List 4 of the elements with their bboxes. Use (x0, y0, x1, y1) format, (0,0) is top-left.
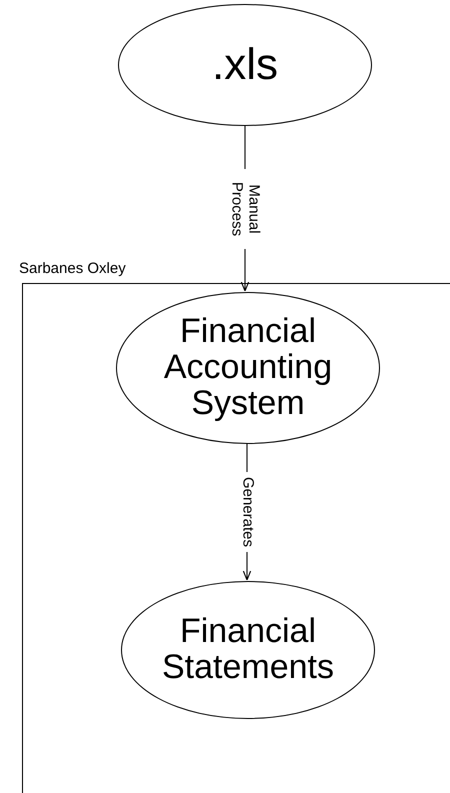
node-label: Financial Statements (161, 614, 335, 686)
region-label: Sarbanes Oxley (19, 259, 126, 279)
node-label: Financial Accounting System (162, 314, 334, 422)
node-label: .xls (211, 42, 279, 88)
